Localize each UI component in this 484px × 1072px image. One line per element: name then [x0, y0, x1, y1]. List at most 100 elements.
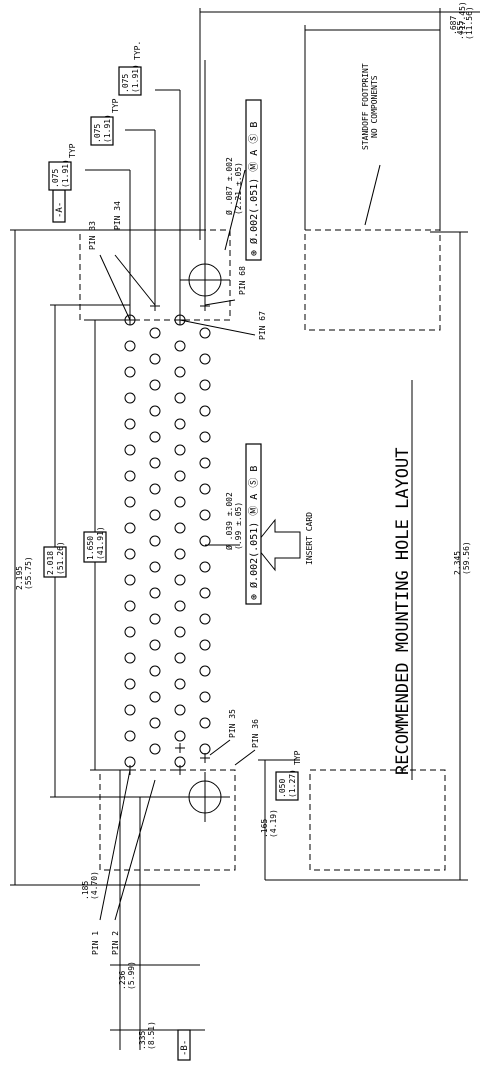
pin-hole — [174, 366, 186, 378]
dim-2345: 2.345 (59.56) — [453, 541, 471, 575]
pin-68-label: PIN 68 — [238, 266, 247, 295]
insert-card-arrow-icon — [254, 518, 301, 572]
pin-hole — [124, 574, 136, 586]
pin-hole — [174, 704, 186, 716]
pin-hole — [199, 613, 211, 625]
pin-hole — [149, 561, 161, 573]
svg-text:.075: .075 — [93, 124, 102, 143]
pin-hole — [124, 496, 136, 508]
pin-hole — [199, 327, 211, 339]
dim-185: .185 (4.70) — [81, 871, 99, 900]
svg-text:.455: .455 — [456, 21, 465, 40]
pin-hole — [149, 639, 161, 651]
dim-236: .236 (5.99) — [118, 961, 136, 990]
pin-hole — [124, 652, 136, 664]
pin-hole — [149, 405, 161, 417]
dim-335: .335 (8.51) — [138, 1021, 156, 1050]
pin-hole — [124, 678, 136, 690]
svg-text:.050: .050 — [278, 779, 287, 798]
pin-hole — [199, 561, 211, 573]
pin-1-label: PIN 1 — [91, 931, 100, 955]
pin-hole — [174, 548, 186, 560]
svg-text:(8.51): (8.51) — [147, 1021, 156, 1050]
svg-text:2.345: 2.345 — [453, 551, 462, 575]
pin-hole — [149, 613, 161, 625]
dim-2018: 2.018 (51.26) — [43, 541, 67, 578]
svg-text:(17.45): (17.45) — [458, 1, 467, 35]
svg-text:2.195: 2.195 — [15, 566, 24, 590]
pin-hole — [199, 457, 211, 469]
pin-34-label: PIN 34 — [113, 201, 122, 230]
pin34-leader — [114, 254, 156, 306]
svg-text:(1.91): (1.91) — [131, 64, 140, 93]
pin-hole — [199, 535, 211, 547]
svg-text:.335: .335 — [138, 1031, 147, 1050]
typ-label: TYP — [111, 98, 120, 113]
svg-text:(5.99): (5.99) — [127, 961, 136, 990]
dim-455: .455 (11.56) — [456, 6, 474, 40]
pin-hole — [149, 665, 161, 677]
svg-text:.165: .165 — [260, 819, 269, 838]
pin-hole — [199, 379, 211, 391]
svg-text:(4.19): (4.19) — [269, 809, 278, 838]
pin2-leader — [114, 779, 156, 921]
pin-hole — [199, 405, 211, 417]
pin-hole — [199, 509, 211, 521]
svg-text:(41.91): (41.91) — [96, 526, 105, 560]
pin-hole — [199, 743, 211, 755]
dim-687: .687 (17.45) — [449, 1, 467, 35]
svg-text:(.99 ±.05): (.99 ±.05) — [234, 502, 243, 550]
pin-36-label: PIN 36 — [251, 719, 260, 748]
pin-hole — [174, 418, 186, 430]
pin-hole — [124, 626, 136, 638]
pin-hole — [149, 483, 161, 495]
pin-hole — [174, 470, 186, 482]
pin-hole — [199, 353, 211, 365]
pin-hole — [174, 652, 186, 664]
svg-text:.075: .075 — [51, 169, 60, 188]
pin-hole — [149, 691, 161, 703]
standoff-note-line2: NO COMPONENTS — [370, 75, 379, 138]
pin-hole — [174, 730, 186, 742]
pin-hole — [174, 678, 186, 690]
pin-hole-grid — [124, 301, 211, 775]
pin-hole — [124, 548, 136, 560]
pin-hole — [199, 483, 211, 495]
pin-33-label: PIN 33 — [88, 221, 97, 250]
fcf-text-large: ⊕ Ø.002(.051) Ⓜ A Ⓢ B — [248, 122, 260, 256]
small-hole-callout: Ø .039 ±.002 (.99 ±.05) — [224, 492, 243, 550]
pin-hole — [124, 418, 136, 430]
pin68-leader — [204, 299, 236, 306]
svg-text:(1.91): (1.91) — [103, 114, 112, 143]
typ-dot-label: TYP. — [133, 41, 142, 60]
pin-hole — [149, 327, 161, 339]
svg-text:1.650: 1.650 — [86, 536, 95, 560]
pin-hole — [124, 730, 136, 742]
pin-hole — [124, 470, 136, 482]
pin-hole — [149, 717, 161, 729]
pin-hole — [124, 704, 136, 716]
pin-hole — [124, 444, 136, 456]
connector-outline-bottom — [99, 769, 236, 871]
fcf-text-small: ⊕ Ø.002(.051) Ⓜ A Ⓢ B — [248, 466, 260, 600]
svg-text:Ø .039 ±.002: Ø .039 ±.002 — [224, 492, 234, 550]
fcf-frame — [245, 443, 262, 605]
pin-hole — [174, 392, 186, 404]
pin-35-label: PIN 35 — [228, 709, 237, 738]
svg-text:2.018: 2.018 — [46, 551, 55, 575]
dim-1650: 1.650 (41.91) — [83, 526, 107, 563]
standoff-note-line1: STANDOFF FOOTPRINT — [361, 63, 370, 150]
fcf-frame — [245, 99, 262, 261]
pin-hole — [174, 522, 186, 534]
typ-label: TYP — [68, 143, 77, 158]
pin-hole — [174, 574, 186, 586]
pin36-leader — [234, 749, 256, 766]
svg-text:(2.21 ±.05): (2.21 ±.05) — [234, 162, 243, 215]
pin-hole — [124, 366, 136, 378]
pin-hole — [174, 340, 186, 352]
page-title: RECOMMENDED MOUNTING HOLE LAYOUT — [393, 447, 413, 775]
pin-hole — [199, 587, 211, 599]
dim-2195: 2.195 (55.75) — [15, 556, 33, 590]
datum-a: -A- — [52, 189, 66, 223]
large-hole-leader — [224, 169, 246, 251]
